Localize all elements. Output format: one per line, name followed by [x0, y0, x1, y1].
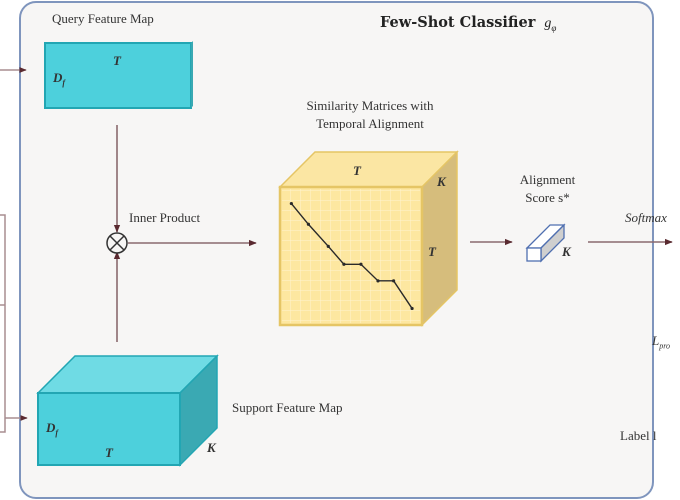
panel-title-text: Few-Shot Classifier [380, 14, 536, 31]
query-feature-map-label: Query Feature Map [52, 11, 154, 26]
alignment-path-point [342, 262, 346, 266]
target-label: Label l [620, 428, 657, 443]
alignment-path-point [326, 244, 330, 248]
alignment-path-line [290, 203, 413, 309]
alignment-path-point [306, 222, 310, 226]
alignment-path-point [392, 279, 396, 283]
softmax-label: Softmax [625, 210, 667, 225]
similarity-label-line2: Temporal Alignment [316, 116, 424, 131]
external-input-lines [0, 67, 28, 433]
inner-product-node [106, 232, 128, 254]
alignment-score-line1: Alignment [519, 172, 576, 187]
alignment-path [289, 201, 414, 311]
panel-title: Few-Shot Classifier gφ [380, 14, 556, 33]
support-feature-map-label: Support Feature Map [232, 400, 343, 415]
query-dim-depth: Df [53, 70, 66, 88]
score-dim: K [562, 244, 571, 259]
query-feature-map [44, 41, 193, 109]
support-dim-time: T [105, 445, 113, 460]
support-dim-depth: Df [46, 420, 59, 438]
query-dim-time: T [113, 53, 121, 68]
similarity-label-line1: Similarity Matrices with [306, 98, 434, 113]
alignment-score-line2: Score s* [525, 190, 570, 205]
alignment-path-point [359, 262, 363, 266]
support-bracket [0, 214, 6, 433]
similarity-label: Similarity Matrices with Temporal Alignm… [275, 97, 465, 133]
support-dim-classes: K [207, 440, 216, 455]
panel-title-symbol: gφ [544, 16, 557, 33]
alignment-path-point [410, 306, 414, 311]
alignment-score-label: Alignment Score s* [500, 171, 595, 207]
alignment-path-point [376, 279, 380, 283]
similarity-dim-depth: K [437, 174, 446, 189]
alignment-score-vector [525, 223, 566, 263]
support-feature-map [36, 354, 219, 467]
similarity-cube [278, 150, 459, 327]
similarity-dim-top: T [353, 163, 361, 178]
similarity-dim-side: T [428, 244, 436, 259]
loss-label: Lpro [652, 333, 671, 351]
inner-product-label: Inner Product [129, 210, 201, 225]
alignment-path-point [289, 201, 293, 206]
